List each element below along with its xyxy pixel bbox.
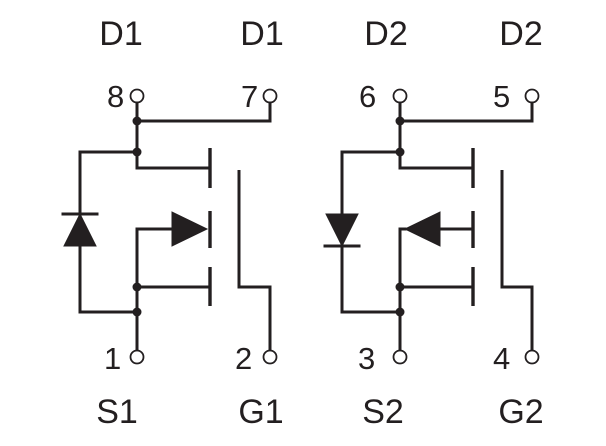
pin-label-d2-right: D2 [499, 15, 542, 53]
pin-2-terminal [262, 349, 278, 365]
pin-number-1: 1 [104, 341, 121, 376]
pin-label-s2: S2 [362, 393, 404, 431]
pin-label-d1-right: D1 [240, 15, 283, 53]
q1-drain-junction-top [132, 116, 142, 126]
pin-number-3: 3 [358, 341, 375, 376]
mosfet-q1 [61, 88, 278, 365]
pin-label-g1: G1 [238, 393, 283, 431]
q1-source-junction-mid [132, 282, 142, 292]
pin-6-terminal [392, 88, 408, 104]
pin-7-terminal [262, 88, 278, 104]
q2-diode-wire [340, 150, 402, 314]
pin-8-terminal [129, 88, 145, 104]
pin-label-d2-left: D2 [364, 15, 407, 53]
q2-drain-wire [398, 101, 534, 170]
pin-5-terminal [524, 88, 540, 104]
q2-source-junction-mid [395, 282, 405, 292]
q2-drain-junction-top [395, 116, 405, 126]
pin-label-d1-left: D1 [99, 15, 142, 53]
q2-source-junction [395, 307, 405, 317]
pin-4-terminal [524, 349, 540, 365]
q2-gate-wire [500, 285, 534, 352]
pin-number-5: 5 [493, 79, 510, 114]
q2-source-wire [398, 285, 475, 352]
pin-label-s1: S1 [96, 393, 138, 431]
q1-body-wire [135, 227, 174, 314]
q1-gate-wire [237, 285, 272, 352]
q2-body-arrow [403, 211, 441, 247]
pin-1-terminal [129, 349, 145, 365]
mosfet-q2 [323, 88, 540, 365]
q2-body-diode-triangle [325, 213, 359, 248]
pin-number-6: 6 [359, 79, 376, 114]
pin-number-8: 8 [107, 79, 124, 114]
pin-label-g2: G2 [498, 393, 543, 431]
pin-number-2: 2 [235, 341, 252, 376]
q1-body-diode-triangle [63, 212, 97, 247]
pin-number-4: 4 [493, 341, 510, 376]
pin-number-7: 7 [241, 79, 258, 114]
pin-3-terminal [392, 349, 408, 365]
q1-body-arrow [171, 211, 209, 247]
q1-source-wire [135, 285, 212, 352]
q1-source-junction [132, 307, 142, 317]
